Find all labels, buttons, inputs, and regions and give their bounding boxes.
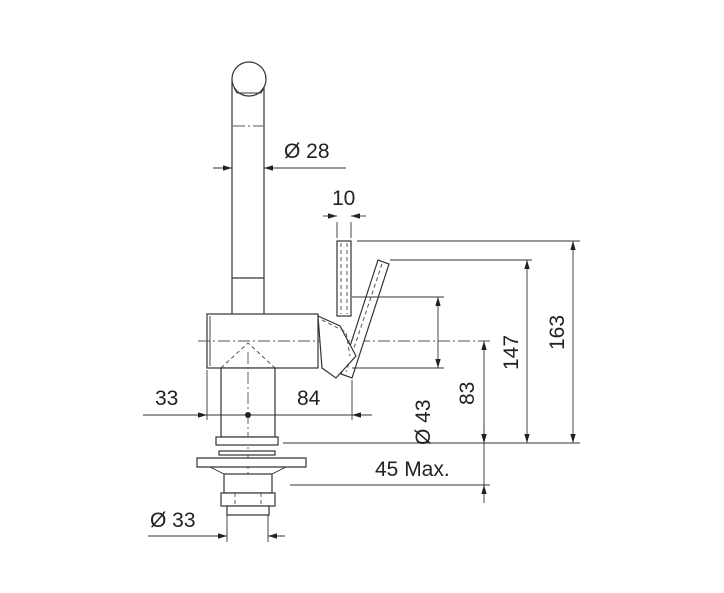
dimension-label: Ø 43 xyxy=(412,399,435,445)
dimension-spout-height: 147 xyxy=(500,260,530,443)
dimension-label: 163 xyxy=(546,315,569,350)
dimension-body-height: 83 xyxy=(456,341,487,443)
faucet-body xyxy=(198,313,490,369)
dimension-label: 10 xyxy=(332,187,355,210)
dimension-label: 84 xyxy=(297,387,321,410)
dimension-lever-width: 10 xyxy=(323,187,366,238)
dimension-spout-diameter: Ø 28 xyxy=(213,140,346,171)
dimension-label: 83 xyxy=(456,382,479,405)
dimension-label: Ø 28 xyxy=(284,140,330,163)
mounting-assembly xyxy=(196,352,307,516)
dimension-label: Ø 33 xyxy=(150,509,196,532)
spout xyxy=(231,61,267,323)
dimension-total-height: 163 xyxy=(546,241,576,443)
dimension-body-diameter: Ø 43 xyxy=(412,297,441,445)
dimension-label: 33 xyxy=(155,387,178,410)
dimension-label: 147 xyxy=(500,335,523,370)
dimension-label: 45 Max. xyxy=(375,458,450,481)
extension-lines xyxy=(283,240,580,486)
dimension-reach: 33 84 xyxy=(143,370,372,420)
lever xyxy=(317,240,390,379)
dimension-mount-thickness: 45 Max. xyxy=(375,425,487,503)
dimension-mount-diameter: Ø 33 xyxy=(148,509,285,542)
